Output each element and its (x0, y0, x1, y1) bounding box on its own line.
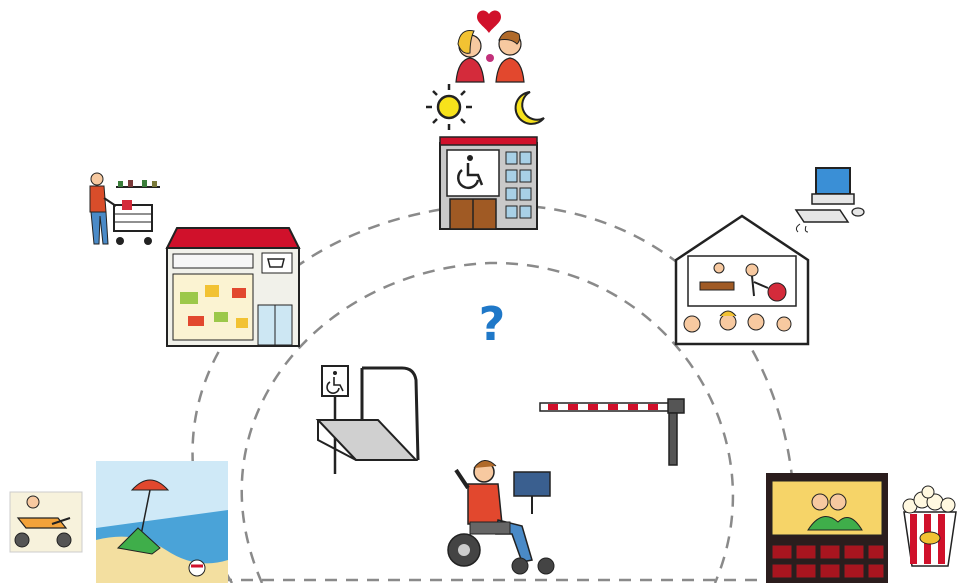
beach-wheelchair-icon (10, 492, 82, 552)
wheelchair-user-icon (448, 460, 554, 574)
popcorn-icon (903, 486, 956, 566)
beach-icon (96, 461, 228, 583)
barrier-gate-icon (540, 399, 684, 465)
school-icon (676, 216, 808, 344)
love-couple-icon (456, 10, 524, 82)
sun-icon (426, 84, 472, 130)
person-shopping-icon (90, 173, 160, 245)
cinema-icon (766, 473, 888, 583)
computer-icon (796, 168, 864, 232)
accessible-building-icon (440, 137, 537, 229)
question-mark-icon: ? (479, 297, 506, 351)
accessible-ramp-icon (318, 366, 418, 474)
moon-icon (516, 92, 544, 124)
supermarket-icon (167, 228, 299, 346)
